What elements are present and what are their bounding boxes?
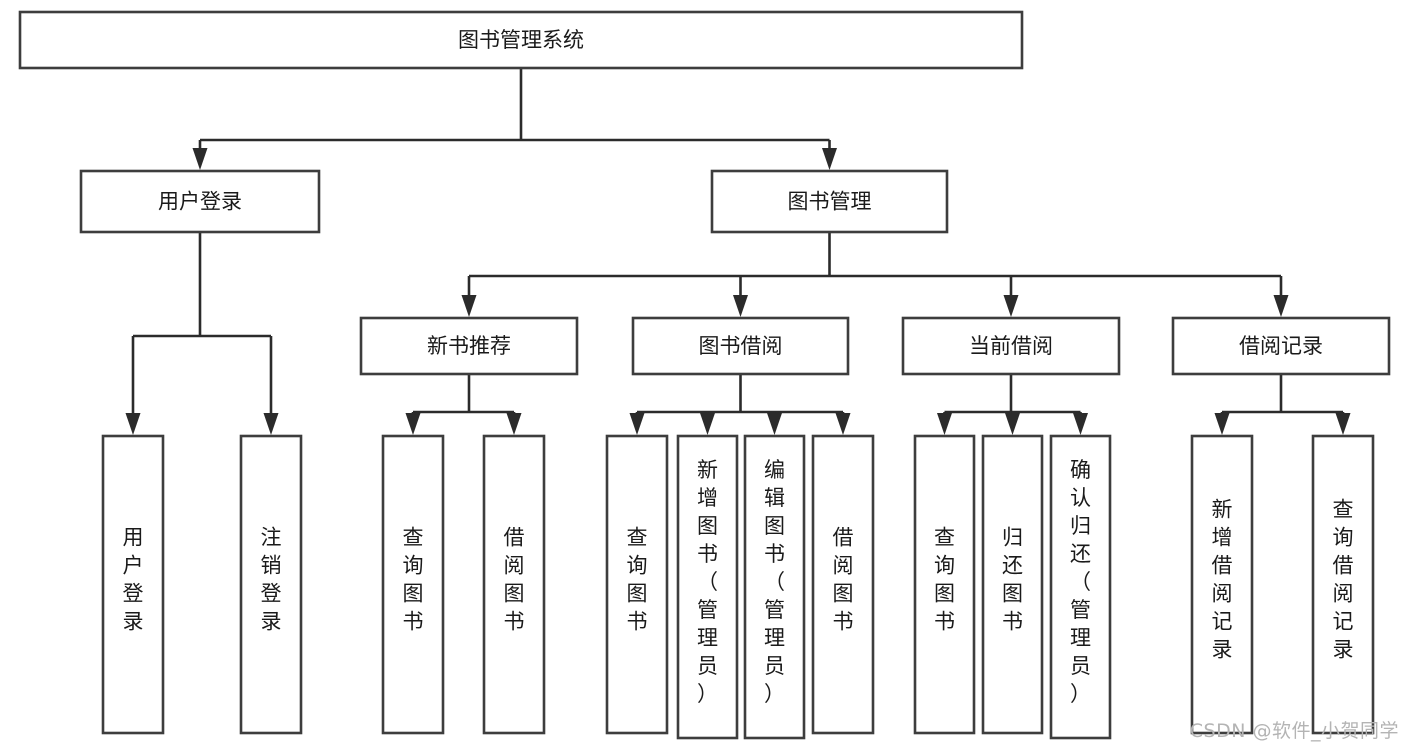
connector-arrowhead <box>700 413 715 435</box>
node-label: 查询图书 <box>934 526 955 634</box>
node-label: 借阅图书 <box>504 526 525 634</box>
connector-arrowhead <box>1073 413 1088 435</box>
connector-arrowhead <box>125 413 141 435</box>
node-box <box>913 434 976 735</box>
node-l-query-book-2[interactable]: 查询图书 <box>605 434 669 735</box>
node-box <box>482 434 546 735</box>
connector-arrowhead <box>629 413 645 435</box>
node-l-add-book[interactable]: 新增图书（管理员） <box>676 434 739 740</box>
node-l-user-logout[interactable]: 注销登录 <box>239 434 303 735</box>
node-box <box>18 10 1024 70</box>
node-label: 借阅记录 <box>1239 334 1323 358</box>
node-box <box>381 434 445 735</box>
node-box <box>901 316 1121 376</box>
connector-arrowhead <box>263 413 279 435</box>
node-box <box>1190 434 1254 735</box>
node-root[interactable]: 图书管理系统 <box>18 10 1024 70</box>
connector-arrowhead <box>822 148 837 170</box>
connector-arrowhead <box>1214 413 1230 435</box>
node-l-query-record[interactable]: 查询借阅记录 <box>1311 434 1375 735</box>
node-label: 注销登录 <box>261 526 282 634</box>
connector-arrowhead <box>1335 413 1351 435</box>
node-label: 新增图书（管理员） <box>697 458 718 706</box>
node-box <box>1311 434 1375 735</box>
node-box <box>1171 316 1391 376</box>
node-label: 图书管理 <box>788 190 872 214</box>
node-label: 新增借阅记录 <box>1212 498 1233 662</box>
node-box <box>811 434 875 735</box>
connector-arrowhead <box>733 295 748 317</box>
node-label: 查询图书 <box>627 526 648 634</box>
connector-arrowhead <box>835 413 851 435</box>
node-label: 用户登录 <box>123 526 144 634</box>
connector-layer <box>125 68 1351 435</box>
node-l-query-book-1[interactable]: 查询图书 <box>381 434 445 735</box>
connector-arrowhead <box>1003 295 1019 317</box>
node-label: 归还图书 <box>1002 526 1023 634</box>
node-label: 图书管理系统 <box>458 28 584 52</box>
connector-arrowhead <box>192 148 208 170</box>
node-l-borrow-book-2[interactable]: 借阅图书 <box>811 434 875 735</box>
node-layer: 图书管理系统用户登录图书管理新书推荐图书借阅当前借阅借阅记录用户登录注销登录查询… <box>18 10 1391 740</box>
node-label: 图书借阅 <box>699 334 783 358</box>
node-label: 新书推荐 <box>427 334 511 358</box>
node-label: 用户登录 <box>158 190 242 214</box>
node-label: 查询图书 <box>403 526 424 634</box>
node-l-query-book-3[interactable]: 查询图书 <box>913 434 976 735</box>
node-box <box>605 434 669 735</box>
node-box <box>743 434 806 740</box>
node-box <box>676 434 739 740</box>
node-l-user-login[interactable]: 用户登录 <box>101 434 165 735</box>
node-box <box>631 316 850 376</box>
node-l-confirm-return[interactable]: 确认归还（管理员） <box>1049 434 1112 740</box>
node-label: 借阅图书 <box>833 526 854 634</box>
node-n-user-login[interactable]: 用户登录 <box>79 169 321 234</box>
node-box <box>79 169 321 234</box>
node-n-borrow-record[interactable]: 借阅记录 <box>1171 316 1391 376</box>
node-n-book-mgmt[interactable]: 图书管理 <box>710 169 949 234</box>
node-n-new-book-rec[interactable]: 新书推荐 <box>359 316 579 376</box>
connector-arrowhead <box>937 413 952 435</box>
node-label: 查询借阅记录 <box>1333 498 1354 662</box>
node-box <box>359 316 579 376</box>
node-box <box>710 169 949 234</box>
node-l-return-book[interactable]: 归还图书 <box>981 434 1044 735</box>
connector-arrowhead <box>506 413 522 435</box>
connector-arrowhead <box>461 295 477 317</box>
connector-arrowhead <box>405 413 421 435</box>
connector-arrowhead <box>1273 295 1289 317</box>
node-l-add-record[interactable]: 新增借阅记录 <box>1190 434 1254 735</box>
node-n-current-borrow[interactable]: 当前借阅 <box>901 316 1121 376</box>
node-label: 确认归还（管理员） <box>1070 458 1091 706</box>
node-box <box>101 434 165 735</box>
node-box <box>1049 434 1112 740</box>
connector-arrowhead <box>1005 413 1020 435</box>
node-l-edit-book[interactable]: 编辑图书（管理员） <box>743 434 806 740</box>
node-label: 编辑图书（管理员） <box>764 458 785 706</box>
node-box <box>239 434 303 735</box>
connector-arrowhead <box>767 413 782 435</box>
node-box <box>981 434 1044 735</box>
node-label: 当前借阅 <box>969 334 1053 358</box>
node-n-book-borrow[interactable]: 图书借阅 <box>631 316 850 376</box>
node-l-borrow-book-1[interactable]: 借阅图书 <box>482 434 546 735</box>
